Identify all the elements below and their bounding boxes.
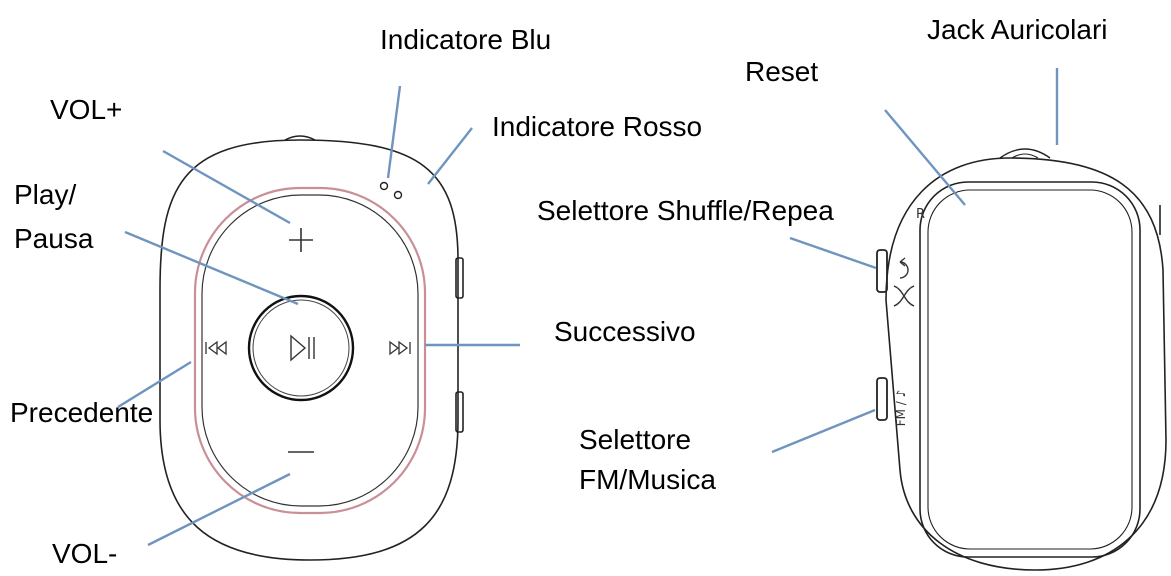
label-indicatore-blu: Indicatore Blu — [380, 24, 552, 55]
front-side-button-upper — [455, 257, 464, 299]
label-reset: Reset — [745, 56, 819, 87]
front-control-ring-inner — [201, 194, 419, 507]
label-vol-plus: VOL+ — [50, 94, 123, 125]
play-pause-icon — [290, 334, 315, 362]
side-device-body — [885, 157, 1167, 571]
repeat-icon — [899, 257, 909, 279]
side-panel-outer — [919, 181, 1141, 558]
front-top-notch — [284, 135, 316, 141]
label-precedente: Precedente — [10, 397, 154, 428]
label-selettore-fm-line1: Selettore — [579, 424, 692, 455]
leader-indicatore-rosso — [427, 127, 473, 185]
leader-vol-minus — [147, 472, 291, 547]
leader-selettore-shuffle — [789, 236, 877, 270]
side-panel-inner — [927, 189, 1133, 550]
leader-indicatore-blu — [386, 85, 402, 179]
earphone-jack[interactable] — [999, 148, 1051, 159]
vol-plus-button[interactable] — [289, 228, 313, 252]
red-indicator-led — [393, 190, 403, 200]
play-pause-button[interactable] — [247, 294, 355, 402]
label-jack-auricolari: Jack Auricolari — [927, 14, 1108, 45]
shuffle-icon — [893, 285, 915, 307]
label-play-pausa-line1: Play/ — [14, 179, 77, 210]
leader-lines — [117, 68, 1059, 547]
label-selettore-fm-line2: FM/Musica — [579, 464, 716, 495]
earphone-jack-inner — [1011, 153, 1039, 159]
side-reset-marking: R — [916, 207, 925, 222]
front-control-ring-outer — [193, 186, 427, 515]
label-successivo: Successivo — [554, 316, 696, 347]
label-play-pausa-line2: Pausa — [14, 223, 94, 254]
next-button[interactable] — [389, 340, 411, 356]
leader-selettore-fm — [771, 408, 876, 454]
label-selettore-shuffle-repeat: Selettore Shuffle/Repea — [537, 195, 834, 226]
front-side-button-lower — [455, 391, 464, 433]
previous-button[interactable] — [205, 340, 227, 356]
front-device-body — [159, 139, 459, 561]
leader-reset — [884, 109, 966, 206]
side-device — [876, 148, 1167, 571]
leader-play-pausa — [124, 230, 299, 306]
front-device — [159, 135, 464, 561]
leader-precedente — [117, 360, 192, 409]
label-indicatore-rosso: Indicatore Rosso — [492, 111, 703, 142]
blue-indicator-led — [379, 181, 389, 191]
play-pause-button-inner — [252, 299, 350, 397]
shuffle-repeat-switch[interactable] — [876, 249, 888, 293]
side-fm-marking: FM / ♪ — [894, 390, 908, 427]
fm-music-switch[interactable] — [876, 377, 888, 421]
label-vol-minus: VOL- — [52, 538, 118, 569]
leader-vol-plus — [162, 149, 291, 225]
